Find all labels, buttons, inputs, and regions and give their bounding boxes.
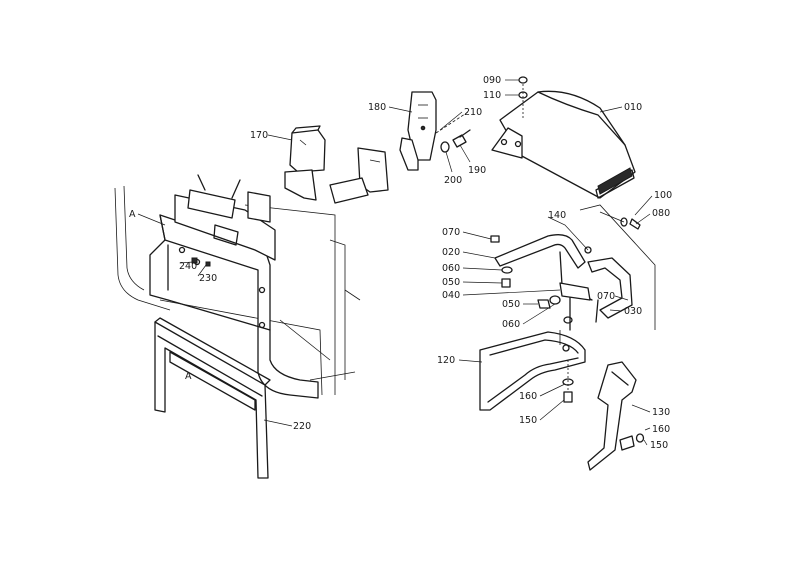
part-220-lower-panel [154, 317, 271, 479]
callout-070-upper: 070 [442, 227, 460, 238]
callout-120: 120 [437, 355, 455, 366]
callout-labels: 090 110 010 180 210 170 190 200 100 080 … [129, 75, 672, 451]
callout-150-right: 150 [650, 440, 668, 451]
callout-230: 230 [199, 273, 217, 284]
callout-140: 140 [548, 210, 566, 221]
callout-180: 180 [368, 102, 386, 113]
callout-090: 090 [483, 75, 501, 86]
callout-050-left: 050 [442, 277, 460, 288]
reference-mark-a-lower: A [185, 371, 192, 382]
callout-210: 210 [464, 107, 482, 118]
callout-240: 240 [179, 261, 197, 272]
part-bracket-small [329, 147, 389, 204]
callout-160-right: 160 [652, 424, 670, 435]
callout-050-right: 050 [502, 299, 520, 310]
part-190-200-210-hardware [435, 111, 471, 153]
reference-mark-a-upper: A [129, 209, 136, 220]
callout-010: 010 [624, 102, 642, 113]
callout-170: 170 [250, 130, 268, 141]
part-130-side-panel [587, 361, 645, 471]
callout-070-lower: 070 [597, 291, 615, 302]
callout-040: 040 [442, 290, 460, 301]
callout-020: 020 [442, 247, 460, 258]
callout-190: 190 [468, 165, 486, 176]
callout-130: 130 [652, 407, 670, 418]
callout-220: 220 [293, 421, 311, 432]
dash-frame-structure [114, 185, 361, 396]
callout-150-left: 150 [519, 415, 537, 426]
reference-lines [559, 204, 656, 345]
callout-060-lower: 060 [502, 319, 520, 330]
part-180-bracket [399, 91, 437, 171]
callout-160-left: 160 [519, 391, 537, 402]
callout-110: 110 [483, 90, 501, 101]
part-040-plate [559, 282, 591, 301]
callout-030: 030 [624, 306, 642, 317]
callout-100: 100 [654, 190, 672, 201]
callout-200: 200 [444, 175, 462, 186]
part-030-bracket [587, 257, 633, 323]
callout-080: 080 [652, 208, 670, 219]
part-120-side-cover [479, 331, 586, 411]
instrument-panel-frame [149, 174, 319, 399]
part-150-160-hardware [562, 360, 574, 403]
part-010-meter-cover [491, 90, 636, 199]
part-170-cover [284, 125, 326, 201]
callout-060-upper: 060 [442, 263, 460, 274]
leader-lines [137, 79, 653, 446]
